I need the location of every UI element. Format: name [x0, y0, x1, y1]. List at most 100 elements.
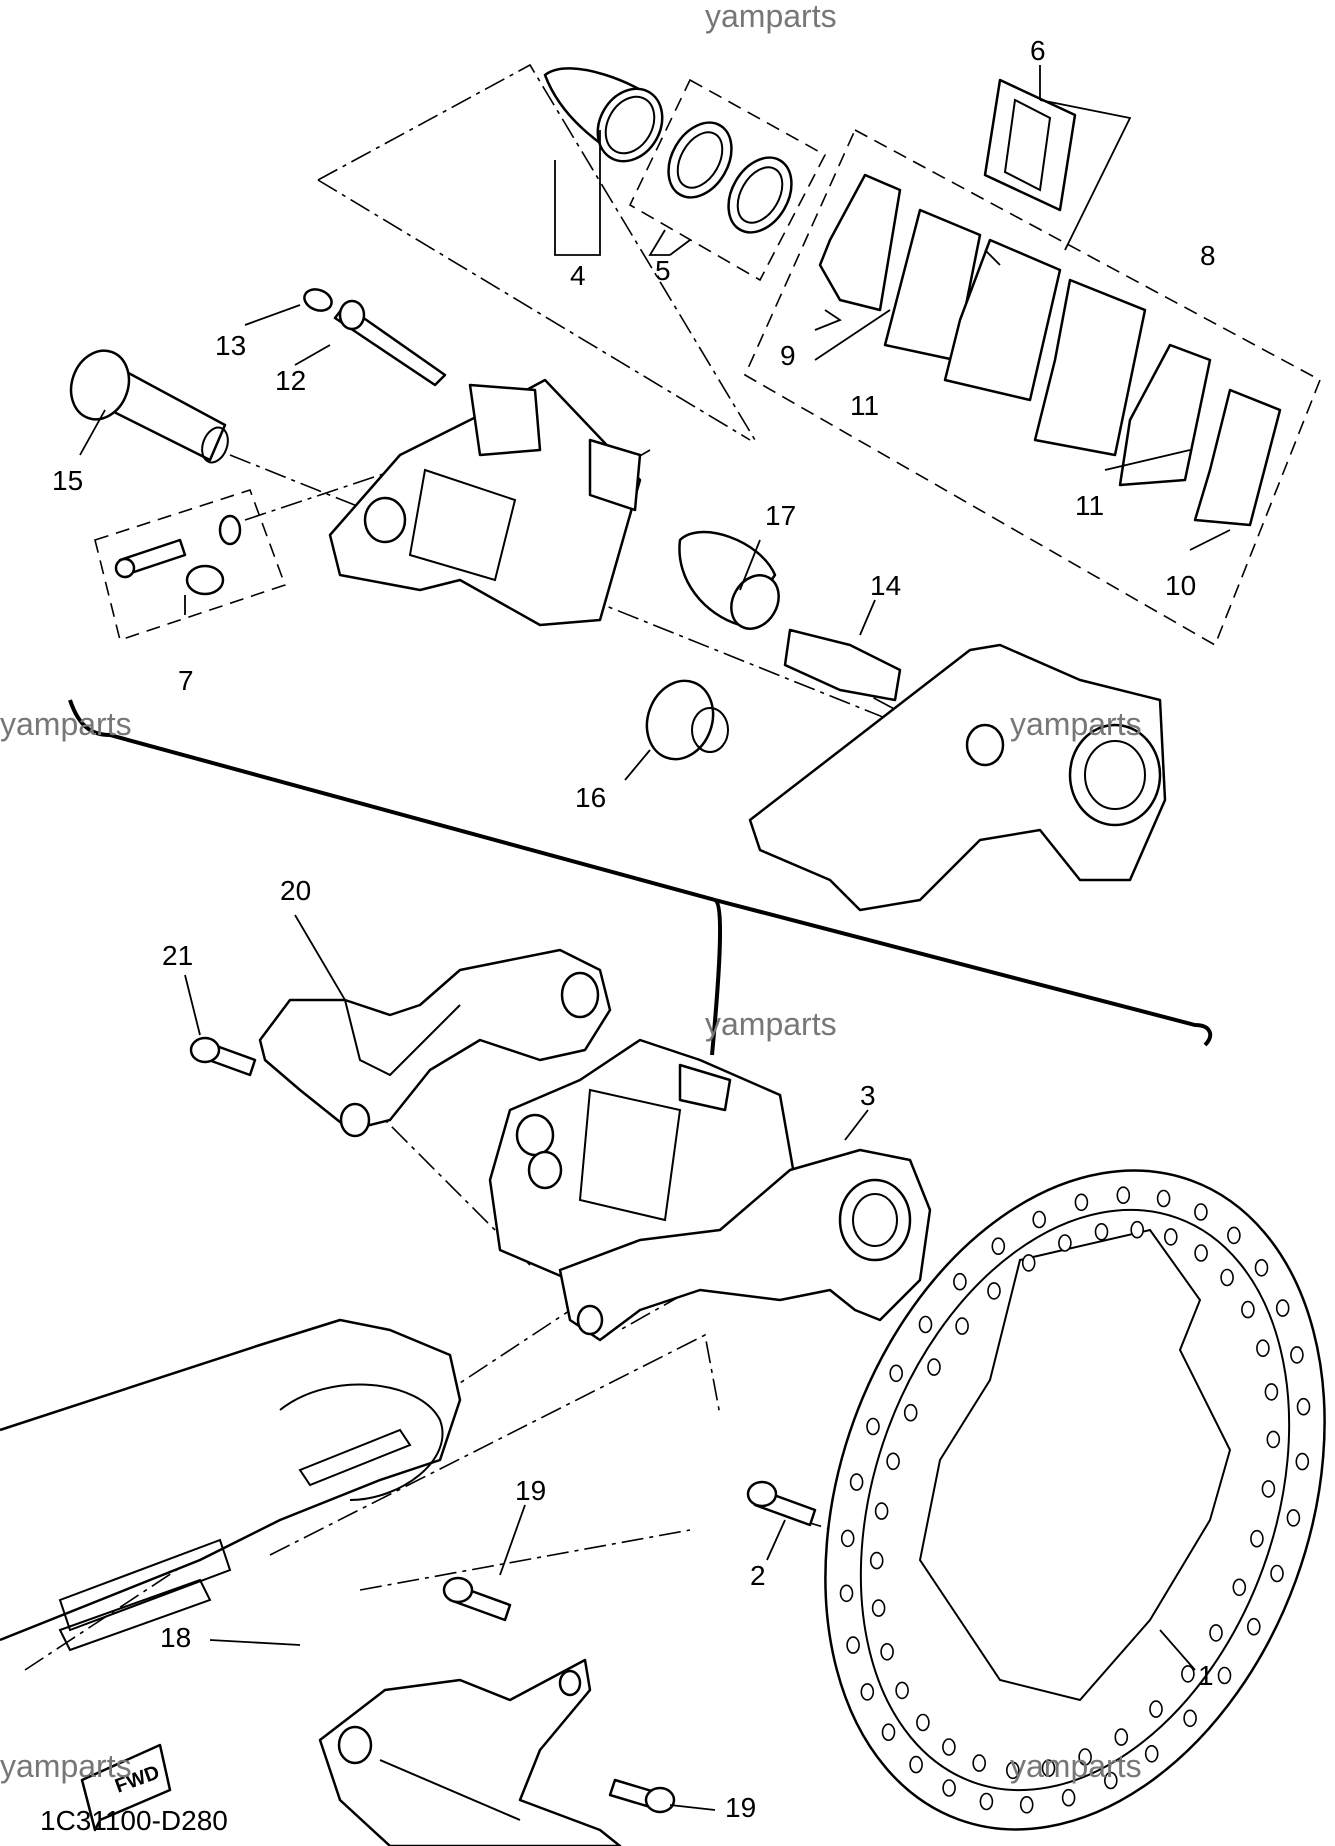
disc-hole [895, 1681, 909, 1700]
callout-5: 5 [655, 255, 671, 286]
group-box-7 [94, 489, 287, 642]
callout-10: 10 [1165, 570, 1196, 601]
disc-hole [1194, 1203, 1208, 1221]
disc-hole [987, 1282, 1001, 1300]
disc-hole [1241, 1300, 1255, 1319]
disc-hole [918, 1315, 933, 1334]
disc-hole [880, 1643, 894, 1661]
disc-hole [1061, 1788, 1076, 1807]
pad-spring [983, 78, 1077, 212]
disc-hole [1256, 1339, 1270, 1357]
callout-19a: 19 [515, 1475, 546, 1506]
disc-hole [849, 1473, 864, 1491]
disc-hole [1114, 1728, 1129, 1746]
disc-hole [1021, 1254, 1036, 1272]
disc-hole [860, 1683, 875, 1701]
disc-hole [1227, 1226, 1241, 1245]
callout-14: 14 [870, 570, 901, 601]
disc-hole [903, 1403, 918, 1422]
disc-hole [871, 1599, 886, 1617]
watermark: yamparts [1010, 1748, 1142, 1784]
disc-hole [1290, 1346, 1304, 1364]
callout-6: 6 [1030, 35, 1046, 66]
disc-hole [1275, 1299, 1290, 1317]
divider-line [68, 699, 1213, 1056]
disc-hole [1104, 1771, 1118, 1790]
caliper-bracket-lower [558, 1148, 932, 1342]
diagram-code: 1C31100-D280 [40, 1805, 228, 1836]
disc-hole [979, 1792, 994, 1811]
disc-hole [1058, 1234, 1072, 1252]
caliper-lower [488, 1038, 797, 1292]
watermark: yamparts [705, 0, 837, 34]
disc-hole [1005, 1761, 1020, 1780]
disc-bolt [746, 1480, 817, 1527]
brake-pads [818, 173, 1282, 527]
disc-hole [881, 1723, 896, 1741]
disc-hole [1247, 1617, 1261, 1636]
callout-12: 12 [275, 365, 306, 396]
callout-7: 7 [178, 665, 194, 696]
pin-plug [333, 299, 447, 387]
disc-hole [1130, 1220, 1144, 1239]
watermark: yamparts [0, 706, 132, 742]
disc-hole [1149, 1700, 1163, 1718]
disc-hole [1296, 1397, 1311, 1416]
disc-hole [1264, 1383, 1279, 1401]
caliper-pin [69, 349, 229, 464]
callout-11a: 11 [850, 390, 879, 421]
caliper-guard [258, 948, 612, 1138]
piston-seals [667, 121, 793, 234]
dust-boot [645, 679, 729, 761]
disc-hole [866, 1417, 880, 1436]
disc-hole [1295, 1452, 1310, 1471]
callout-4: 4 [570, 260, 586, 291]
disc-hole [1164, 1228, 1178, 1246]
disc-hole [1032, 1210, 1046, 1229]
disc-hole [886, 1452, 900, 1471]
disc-hole [1194, 1244, 1208, 1262]
disc-hole [1181, 1665, 1195, 1683]
guard-bolt [189, 1036, 257, 1077]
callout-9: 9 [780, 340, 796, 371]
brake-disc [824, 1169, 1326, 1831]
disc-hole [1144, 1745, 1159, 1763]
callout-13: 13 [215, 330, 246, 361]
callout-1: 1 [1198, 1660, 1214, 1691]
disc-hole [1254, 1259, 1269, 1277]
callout-16: 16 [575, 782, 606, 813]
bleed-screw-cap [303, 288, 333, 312]
disc-hole [1074, 1193, 1089, 1212]
disc-hole [927, 1358, 941, 1376]
disc-hole [840, 1529, 855, 1548]
disc-hole [869, 1551, 884, 1570]
callout-17: 17 [765, 500, 796, 531]
callout-15: 15 [52, 465, 83, 496]
piston [543, 67, 664, 163]
fwd-arrow: FWD [80, 1743, 172, 1832]
disc-hole [1266, 1430, 1281, 1449]
guard-bolt-upper [442, 1576, 512, 1622]
callouts: 1 2 3 4 5 6 7 8 9 10 11 11 12 13 14 15 1… [52, 35, 1216, 1823]
callout-20: 20 [280, 875, 311, 906]
group-box-5 [628, 78, 827, 282]
swingarm [0, 1318, 462, 1652]
watermark: yamparts [705, 1006, 837, 1042]
callout-11b: 11 [1075, 490, 1104, 521]
caliper-bracket-upper [748, 643, 1167, 912]
disc-hole [1078, 1748, 1092, 1766]
watermark: yamparts [1010, 706, 1142, 742]
disc-hole [991, 1237, 1006, 1255]
guard-bolt-lower [608, 1778, 676, 1814]
callout-2: 2 [750, 1560, 766, 1591]
leader-lines [79, 65, 1231, 1811]
callout-19b: 19 [725, 1792, 756, 1823]
bleed-screw-set [114, 514, 242, 596]
callout-3: 3 [860, 1080, 876, 1111]
disc-hole [1156, 1189, 1171, 1208]
disc-guard [318, 1658, 622, 1846]
disc-hole [1220, 1268, 1234, 1287]
pin-bolt [783, 628, 902, 702]
disc-hole [1041, 1759, 1056, 1777]
disc-hole [846, 1636, 860, 1654]
